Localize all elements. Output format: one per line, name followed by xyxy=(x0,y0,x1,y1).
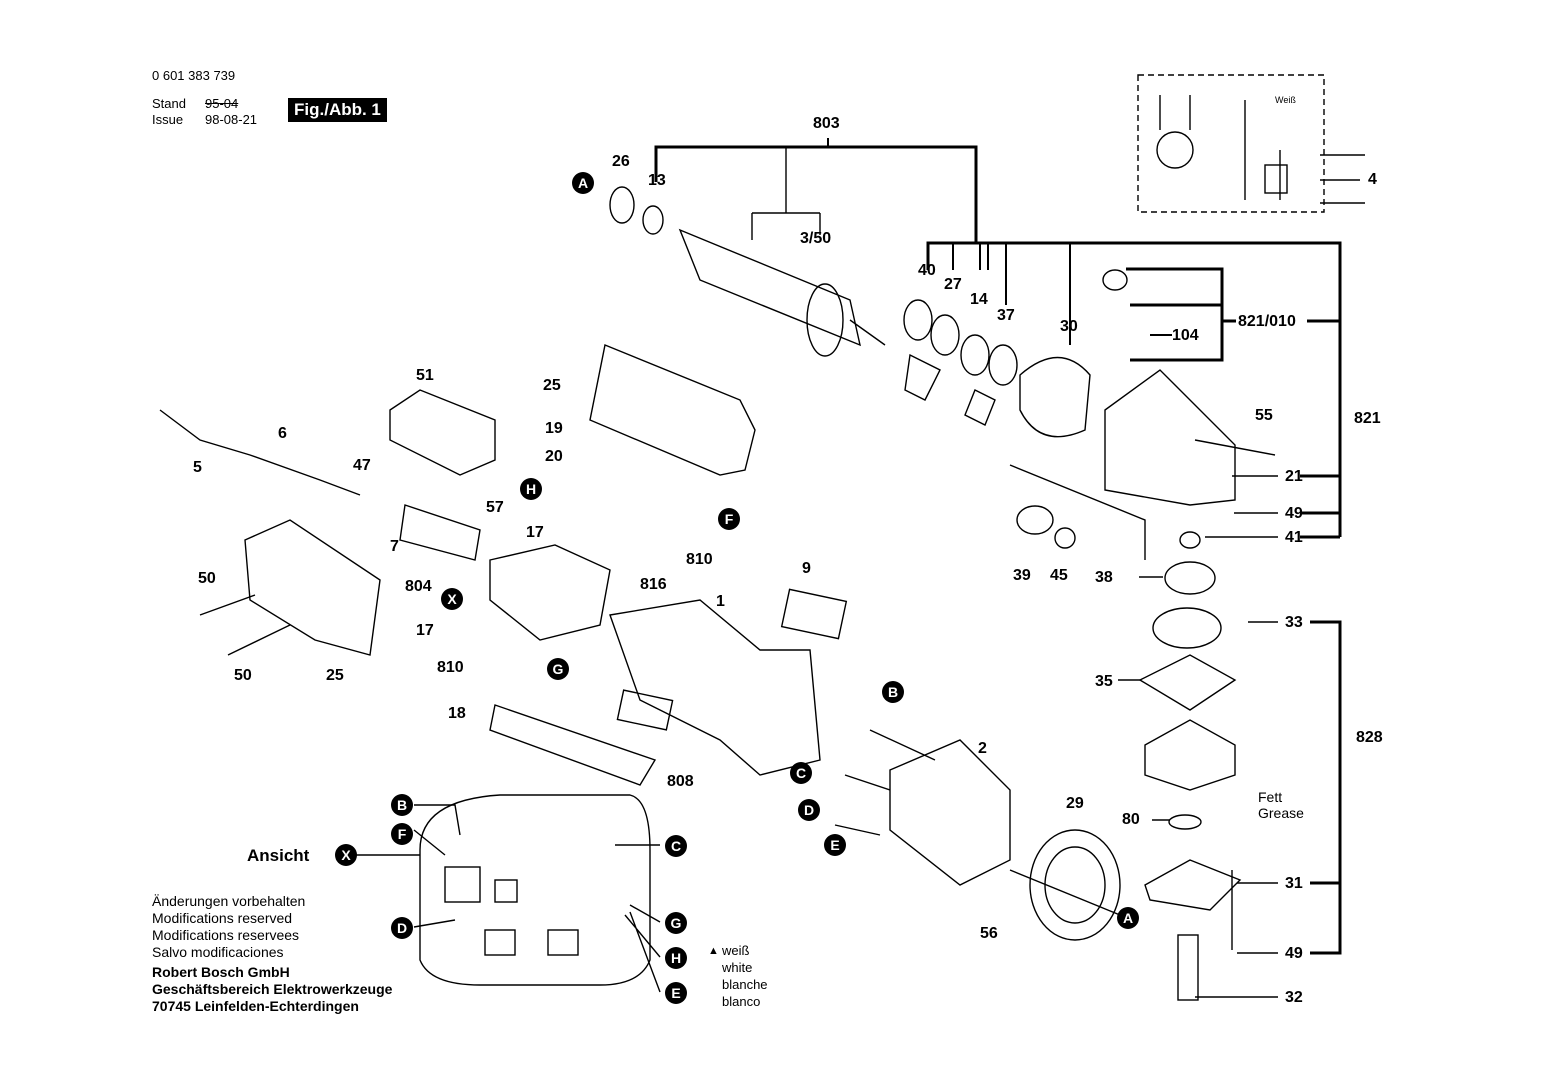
part-2: 2 xyxy=(978,740,987,757)
part-821: 821 xyxy=(1354,410,1381,427)
badge-d-top: D xyxy=(798,799,820,821)
color-note: weiß white blanche blanco xyxy=(722,942,768,1010)
badge-b-view: B xyxy=(391,794,413,816)
part-35: 35 xyxy=(1095,673,1113,690)
badge-e-top: E xyxy=(824,834,846,856)
stand-label: Stand xyxy=(152,96,186,111)
badge-c-view: C xyxy=(665,835,687,857)
part-5: 5 xyxy=(193,459,202,476)
part-804: 804 xyxy=(405,578,432,595)
stand-date: 95-04 xyxy=(205,96,239,111)
badge-g-view: G xyxy=(665,912,687,934)
part-3-50: 3/50 xyxy=(800,230,832,247)
part-49-top: 49 xyxy=(1285,505,1303,522)
part-51: 51 xyxy=(416,367,434,384)
badge-e-view: E xyxy=(665,982,687,1004)
part-9: 9 xyxy=(802,560,811,577)
badge-b-top: B xyxy=(882,681,904,703)
part-31: 31 xyxy=(1285,875,1303,892)
footer-company: Robert Bosch GmbH Geschäftsbereich Elekt… xyxy=(152,964,392,1015)
white-marker-icon: ▲ xyxy=(708,945,719,957)
footer-note: Modifications reserved xyxy=(152,910,293,926)
part-39: 39 xyxy=(1013,567,1031,584)
issue-date: 98-08-21 xyxy=(205,112,258,127)
company-line: 70745 Leinfelden-Echterdingen xyxy=(152,998,359,1014)
part-6: 6 xyxy=(278,425,287,442)
part-104: 104 xyxy=(1172,327,1199,344)
part-57: 57 xyxy=(486,499,504,516)
part-21: 21 xyxy=(1285,468,1303,485)
badge-f-view: F xyxy=(391,823,413,845)
grease-line-1: Fett xyxy=(1258,789,1283,805)
part-32: 32 xyxy=(1285,989,1303,1006)
part-7: 7 xyxy=(390,538,399,555)
part-26: 26 xyxy=(612,153,630,170)
wiring-weiss-label: Weiß xyxy=(1275,95,1296,105)
part-821-010: 821/010 xyxy=(1238,313,1296,330)
badge-x: X xyxy=(441,588,463,610)
part-25-top: 25 xyxy=(543,377,561,394)
badge-c-top: C xyxy=(790,762,812,784)
part-810-bottom: 810 xyxy=(437,659,464,676)
part-810-top: 810 xyxy=(686,551,713,568)
company-line: Geschäftsbereich Elektrowerkzeuge xyxy=(152,981,393,997)
badge-a-bottom: A xyxy=(1117,907,1139,929)
badge-a-top: A xyxy=(572,172,594,194)
part-13: 13 xyxy=(648,172,666,189)
part-33: 33 xyxy=(1285,614,1303,631)
part-80: 80 xyxy=(1122,811,1140,828)
part-50-bottom: 50 xyxy=(234,667,252,684)
part-30: 30 xyxy=(1060,318,1078,335)
part-17-top: 17 xyxy=(526,524,544,541)
badge-h-view: H xyxy=(665,947,687,969)
view-x-label: Ansicht xyxy=(247,846,310,865)
part-number: 0 601 383 739 xyxy=(152,68,236,83)
part-41: 41 xyxy=(1285,529,1303,546)
footer-note: Modifications reservees xyxy=(152,927,300,943)
badge-d-view: D xyxy=(391,917,413,939)
color-note-line: weiß xyxy=(722,943,750,958)
part-37: 37 xyxy=(997,307,1015,324)
part-55: 55 xyxy=(1255,407,1273,424)
badge-f-top: F xyxy=(718,508,740,530)
part-56: 56 xyxy=(980,925,998,942)
part-808: 808 xyxy=(667,773,694,790)
part-38: 38 xyxy=(1095,569,1113,586)
badge-h-top: H xyxy=(520,478,542,500)
part-1: 1 xyxy=(716,593,725,610)
part-20: 20 xyxy=(545,448,563,465)
part-803: 803 xyxy=(813,115,840,132)
part-27: 27 xyxy=(944,276,962,293)
part-25-bottom: 25 xyxy=(326,667,344,684)
part-29: 29 xyxy=(1066,795,1084,812)
part-50-top: 50 xyxy=(198,570,216,587)
grease-line-2: Grease xyxy=(1258,805,1304,821)
part-17-bottom: 17 xyxy=(416,622,434,639)
color-note-line: blanche xyxy=(722,977,768,992)
issue-label: Issue xyxy=(152,112,184,127)
footer-notes: Änderungen vorbehalten Modifications res… xyxy=(152,893,305,961)
view-x-badge: X xyxy=(335,844,357,866)
color-note-line: blanco xyxy=(722,994,761,1009)
company-line: Robert Bosch GmbH xyxy=(152,964,290,980)
part-4: 4 xyxy=(1368,171,1377,188)
badge-g-top: G xyxy=(547,658,569,680)
part-47: 47 xyxy=(353,457,371,474)
figure-label: Fig./Abb. 1 xyxy=(288,98,387,122)
part-816: 816 xyxy=(640,576,667,593)
color-note-line: white xyxy=(722,960,753,975)
part-19: 19 xyxy=(545,420,563,437)
footer-note: Salvo modificaciones xyxy=(152,944,284,960)
part-49-bottom: 49 xyxy=(1285,945,1303,962)
part-40: 40 xyxy=(918,262,936,279)
part-18: 18 xyxy=(448,705,466,722)
footer-note: Änderungen vorbehalten xyxy=(152,893,306,909)
part-828: 828 xyxy=(1356,729,1383,746)
part-14: 14 xyxy=(970,291,988,308)
part-45: 45 xyxy=(1050,567,1068,584)
